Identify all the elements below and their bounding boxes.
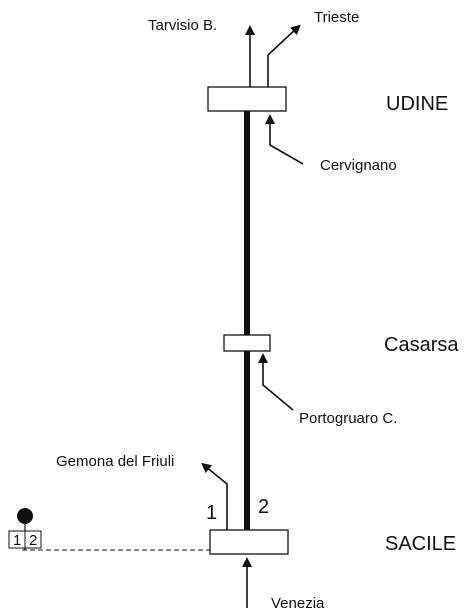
track-number-2: 2 [258, 496, 269, 518]
signal-label-2: 2 [29, 532, 37, 549]
label-tarvisio: Tarvisio B. [148, 17, 217, 34]
station-label-sacile: SACILE [385, 533, 456, 555]
signal-box-right [24, 530, 42, 549]
station-label-udine: UDINE [386, 93, 448, 115]
label-venezia: Venezia [271, 595, 325, 612]
portogruaro-arrow [258, 353, 294, 411]
track-number-1: 1 [206, 502, 217, 524]
signal-lamp-icon [17, 508, 33, 524]
signal-symbol: 1 2 [8, 508, 42, 550]
label-cervignano: Cervignano [320, 157, 397, 174]
trieste-arrow [267, 24, 301, 87]
signal-label-1: 1 [13, 532, 21, 549]
label-portogruaro: Portogruaro C. [299, 410, 397, 427]
gemona-arrow [201, 462, 228, 530]
sacile-station-box [209, 529, 289, 555]
label-trieste: Trieste [314, 9, 359, 26]
casarsa-station-box [223, 334, 271, 352]
label-gemona: Gemona del Friuli [56, 453, 174, 470]
udine-station-box [207, 86, 287, 112]
cervignano-arrow [265, 114, 304, 165]
station-label-casarsa: Casarsa [384, 334, 459, 356]
